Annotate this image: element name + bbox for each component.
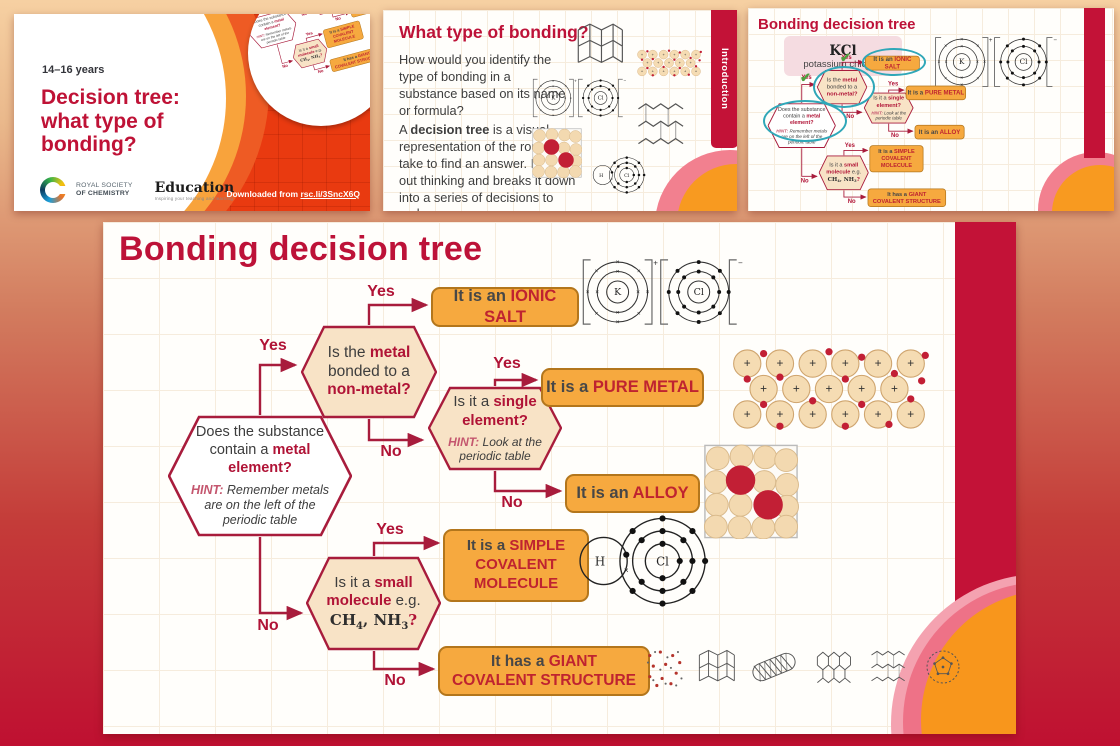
graphite-layers-icon xyxy=(871,650,906,682)
age-range: 14–16 years xyxy=(42,64,105,76)
label-yes: Yes xyxy=(259,337,287,354)
graphene-sheet-icon xyxy=(816,651,851,684)
question-small-molecule: Is it a small molecule e.g. CH4, NH3? xyxy=(290,37,330,70)
alloy-particles-icon xyxy=(532,128,582,179)
potassium-chloride-ions-icon xyxy=(532,78,627,119)
example-formula: KCl xyxy=(829,42,857,59)
question-single-element: Is it a single element? HINT: Look at th… xyxy=(428,386,562,471)
hint-single-element: HINT: Look at the periodic table xyxy=(871,110,907,121)
small-molecule-formulae: CH4, NH3? xyxy=(329,610,418,632)
intro-paragraph-1: How would you identify the type of bondi… xyxy=(399,52,566,118)
metallic-lattice-diagram xyxy=(733,348,930,430)
result-ionic-salt: It is an IONIC SALT xyxy=(431,287,579,327)
result-giant-covalent-structure: It has a GIANT COVALENT STRUCTURE xyxy=(438,646,650,696)
question-small-molecule: Is it a small molecule e.g. CH4, NH3? xyxy=(306,556,441,651)
result-simple-covalent-molecule: It is a SIMPLE COVALENT MOLECULE xyxy=(443,529,589,602)
section-tab-introduction[interactable]: Introduction xyxy=(711,10,737,148)
deck-title: Decision tree: what type of bonding? xyxy=(41,86,180,157)
result-pure-metal: It is a PURE METAL xyxy=(905,85,967,101)
buckminsterfullerene-icon xyxy=(926,650,960,684)
result-alloy: It is an ALLOY xyxy=(565,474,700,513)
question-single-element: Is it a single element? HINT: Look at th… xyxy=(863,92,914,124)
label-no: No xyxy=(846,113,855,120)
result-simple-covalent-molecule: It is a SIMPLE COVALENT MOLECULE xyxy=(869,145,924,173)
label-yes: Yes xyxy=(888,80,899,88)
intro-paragraph-2: A decision tree is a visual representati… xyxy=(399,122,576,211)
label-yes: Yes xyxy=(367,283,395,300)
diamond-lattice-icon xyxy=(577,23,623,63)
slide-thumbnail-example[interactable]: Bonding decision tree KCl potassium chlo… xyxy=(748,8,1114,211)
question-single-element: Is it a single element? HINT: Look at th… xyxy=(309,14,348,17)
label-no: No xyxy=(501,494,523,511)
label-no: No xyxy=(847,198,856,205)
label-no: No xyxy=(384,672,406,689)
rsc-logo-text: ROYAL SOCIETY OF CHEMISTRY xyxy=(76,181,133,197)
silica-structure-icon xyxy=(646,650,683,688)
giant-covalent-structures-row xyxy=(641,640,964,694)
hcl-molecule-icon xyxy=(592,156,646,194)
rsc-logo-icon xyxy=(40,177,68,203)
flowchart-connectors xyxy=(258,297,563,677)
label-yes: Yes xyxy=(841,54,852,61)
label-yes: Yes xyxy=(376,521,404,538)
label-no: No xyxy=(380,443,402,460)
yes-check-icon: ✔ xyxy=(800,70,811,85)
hint-single-element: HINT: Look at the periodic table xyxy=(448,434,542,464)
label-no: No xyxy=(800,177,809,185)
slide-main-decision-tree: Bonding decision tree Do xyxy=(103,222,1016,734)
download-note: Downloaded from rsc.li/3SncX6Q xyxy=(226,189,360,199)
nanotube-icon xyxy=(749,650,799,684)
diamond-lattice-icon xyxy=(698,649,735,682)
download-link[interactable]: rsc.li/3SncX6Q xyxy=(300,189,360,199)
label-yes: Yes xyxy=(844,142,855,149)
hcl-molecule-diagram xyxy=(579,514,709,608)
question-metal-element: Does the substance contain a metal eleme… xyxy=(248,14,300,51)
label-no: No xyxy=(257,617,279,634)
label-yes: Yes xyxy=(801,74,812,81)
bonding-decision-tree-flowchart: Does the substance contain a metal eleme… xyxy=(248,14,370,94)
graphite-layers-icon xyxy=(637,103,684,145)
label-yes: Yes xyxy=(493,355,521,372)
bonding-decision-tree-flowchart: Does the substance contain a metal eleme… xyxy=(158,277,718,707)
result-giant-covalent-structure: It has a GIANT COVALENT STRUCTURE xyxy=(867,188,947,208)
flowchart-connectors xyxy=(276,14,350,71)
teal-highlight-metal-element xyxy=(763,100,847,142)
side-red-bar xyxy=(1084,8,1105,158)
slide-thumbnail-introduction[interactable]: What type of bonding? How would you iden… xyxy=(383,10,737,211)
example-slide-title: Bonding decision tree xyxy=(758,16,916,33)
education-logo: Education Inspiring your teaching and le… xyxy=(154,179,235,201)
label-no: No xyxy=(891,132,899,139)
alloy-particles-diagram xyxy=(703,444,800,539)
question-metal-element: Does the substance contain a metal eleme… xyxy=(168,415,352,537)
metallic-lattice-icon xyxy=(637,49,703,77)
small-molecule-formulae: CH4, NH3? xyxy=(827,175,860,184)
result-alloy: It is an ALLOY xyxy=(914,124,965,140)
hint-metal-element: HINT: Remember metals are on the left of… xyxy=(191,482,329,527)
main-slide-title: Bonding decision tree xyxy=(119,230,483,268)
potassium-chloride-ions-diagram xyxy=(582,258,744,327)
example-name: potassium chloride xyxy=(803,58,883,70)
teal-highlight-ionic-salt xyxy=(862,48,926,76)
question-metal-bonded-nonmetal: Is the metal bonded to a non-metal? xyxy=(301,325,437,419)
intro-slide-title: What type of bonding? xyxy=(399,22,589,42)
teal-highlight-bonded-nonmetal xyxy=(813,66,875,108)
yes-check-icon: ✔ xyxy=(840,50,851,65)
result-pure-metal: It is a PURE METAL xyxy=(541,368,704,407)
slide-thumbnail-title[interactable]: Does the substance contain a metal eleme… xyxy=(14,14,370,211)
question-small-molecule: Is it a small molecule e.g. CH4, NH3? xyxy=(818,155,869,191)
